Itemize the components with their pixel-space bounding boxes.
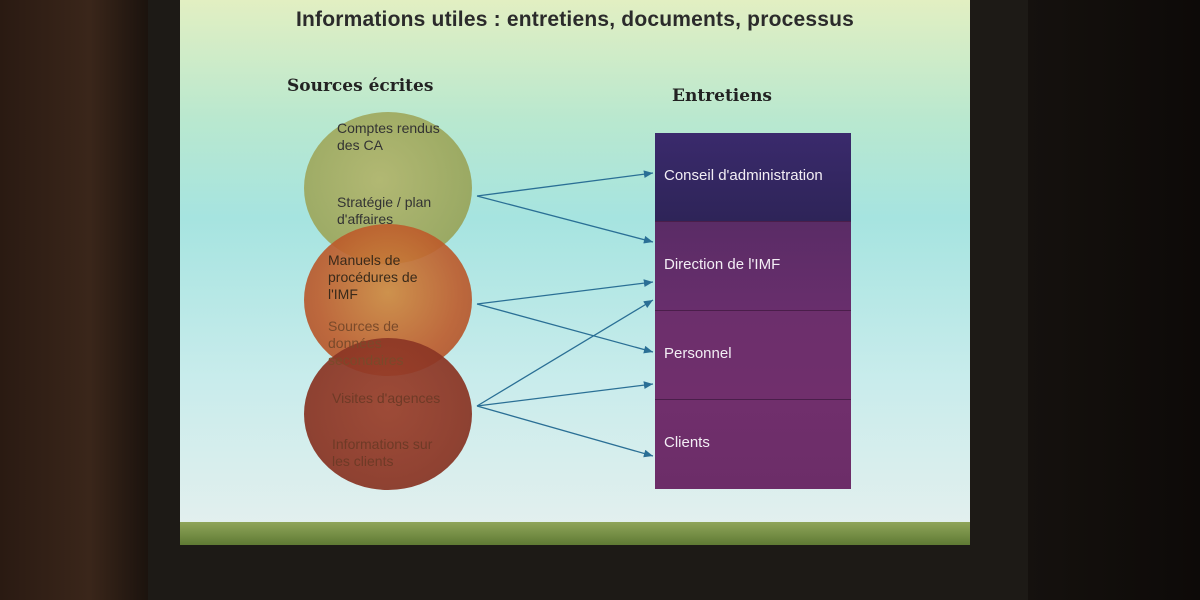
source-visites: Visites d'agences [332,390,441,406]
interview-stack: Conseil d'administration Direction de l'… [655,133,851,489]
source-manuels: Manuels de procédures de l'IMF [328,252,418,302]
arrow-1-to-conseil [476,170,654,197]
interview-box-clients: Clients [655,400,851,489]
source-strategie: Stratégie / plan d'affaires [337,194,432,227]
heading-entretiens: Entretiens [672,86,772,106]
interview-box-conseil: Conseil d'administration [655,133,851,222]
interview-label: Personnel [664,345,732,362]
interview-label: Direction de l'IMF [664,256,781,273]
interview-box-direction: Direction de l'IMF [655,222,851,311]
interview-box-personnel: Personnel [655,311,851,400]
left-wall [0,0,150,600]
source-circle-field [304,338,472,490]
heading-sources-ecrites: Sources écrites [287,76,434,96]
arrow-3-to-direction [476,299,654,407]
source-comptes-rendus: Comptes rendus des CA [337,120,440,153]
connector-arrows [476,170,654,458]
slide-title: Informations utiles : entretiens, docume… [295,8,855,31]
source-donnees-secondaires: Sources de données secondaires [328,318,404,368]
arrow-3-to-personnel [476,381,654,407]
interview-label: Clients [664,434,710,451]
arrow-2-to-personnel [476,303,654,354]
right-shadow [1028,0,1200,600]
arrow-1-to-direction [476,195,654,244]
interview-label: Conseil d'administration [664,167,823,184]
source-infos-clients: Informations sur les clients [332,436,433,469]
arrow-3-to-clients [476,405,654,458]
arrow-2-to-direction [476,279,654,305]
slide-footer-bar [180,522,970,545]
slide: Informations utiles : entretiens, docume… [180,0,970,545]
